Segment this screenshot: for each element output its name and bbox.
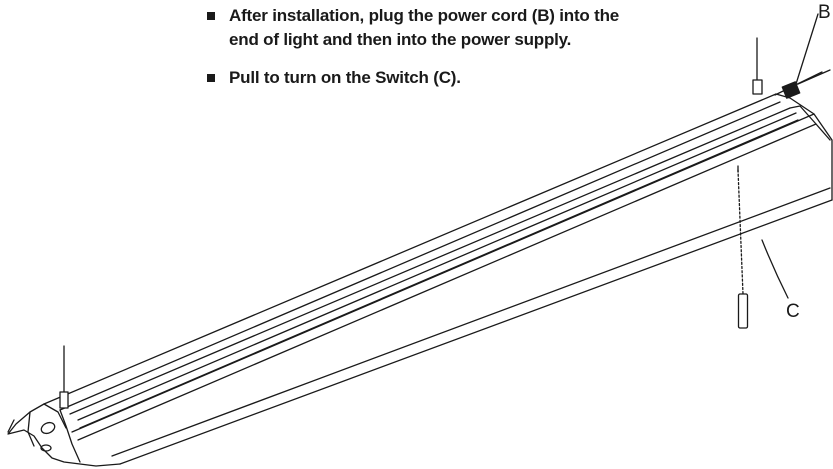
pull-chain-switch bbox=[737, 165, 749, 329]
square-bullet-icon bbox=[207, 12, 215, 20]
callout-c-leader bbox=[761, 239, 789, 299]
square-bullet-icon bbox=[207, 74, 215, 82]
instruction-step-plug-in: After installation, plug the power cord … bbox=[205, 4, 645, 52]
power-cord-plug bbox=[774, 69, 831, 99]
instruction-text: After installation, plug the power cord … bbox=[229, 6, 620, 49]
callout-b-leader bbox=[795, 13, 819, 85]
installation-instructions: After installation, plug the power cord … bbox=[205, 4, 645, 104]
left-hanger-wire bbox=[59, 345, 69, 409]
right-end-cap bbox=[775, 93, 833, 201]
callout-label-switch: C bbox=[786, 301, 800, 322]
instruction-step-switch: Pull to turn on the Switch (C). bbox=[205, 66, 645, 90]
right-hanger-wire bbox=[752, 37, 763, 95]
callout-label-power-cord: B bbox=[818, 2, 831, 23]
left-end-cap bbox=[7, 403, 121, 467]
light-fixture-housing bbox=[43, 93, 833, 465]
instruction-text: Pull to turn on the Switch (C). bbox=[229, 68, 461, 87]
